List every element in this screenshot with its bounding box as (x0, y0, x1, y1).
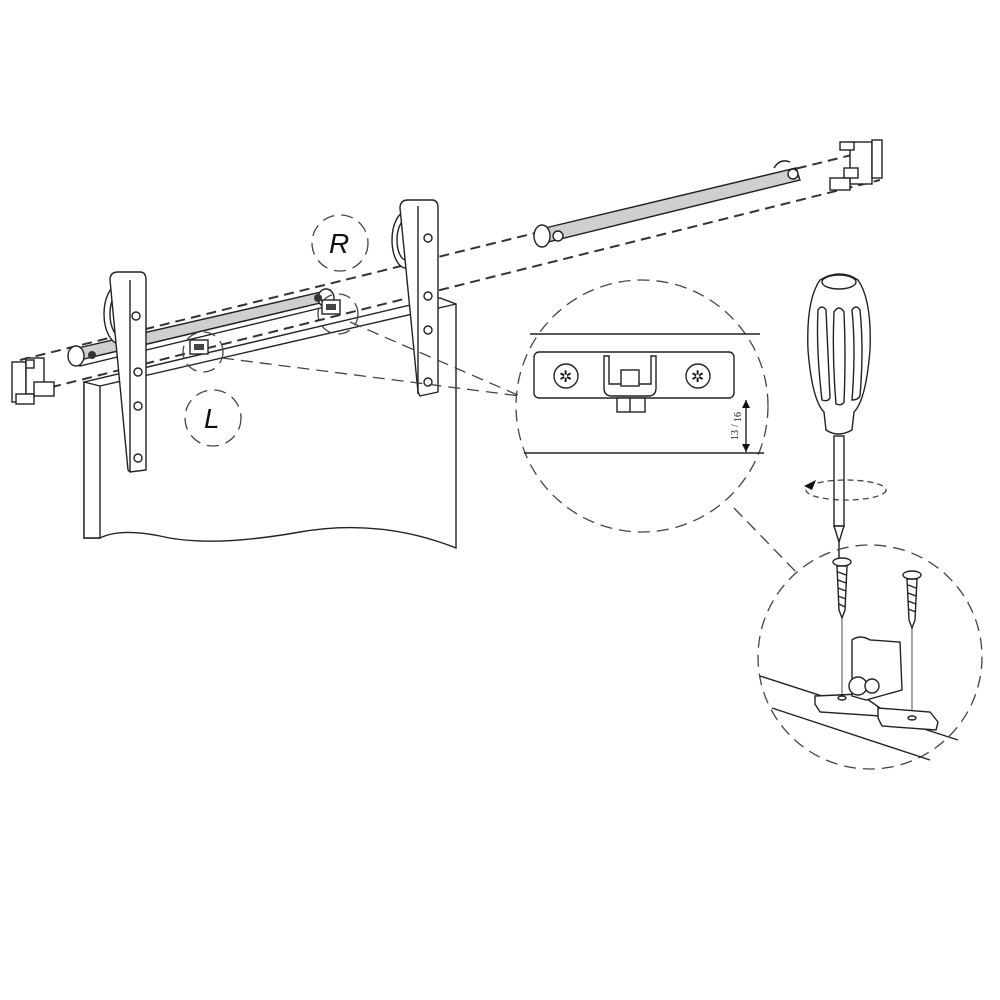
left-marker-label: L (204, 403, 220, 434)
track-rail-right (533, 160, 801, 248)
rotation-arrow-icon (804, 480, 816, 490)
right-marker-label: R (329, 228, 349, 259)
door-panel (83, 297, 457, 550)
right-hanger (391, 199, 439, 397)
svg-text:✲: ✲ (559, 367, 572, 386)
screw-head-icon (553, 363, 579, 389)
screw-icon (832, 557, 852, 696)
gap-dimension-numerator: 13 (730, 430, 741, 440)
floor-guide-install-detail (757, 544, 983, 770)
left-wall-bracket (11, 357, 55, 405)
floor-guide-detail: ✲ ✲ 13 / 16 (515, 279, 769, 533)
stopper-right (321, 299, 341, 315)
left-hanger (103, 271, 147, 473)
screw-icon (902, 570, 922, 716)
detail-connector-line (733, 507, 801, 577)
callout-stopper-l: L (182, 331, 242, 447)
callout-stopper-r: R (311, 214, 369, 335)
stopper-left (189, 339, 209, 355)
svg-text:✲: ✲ (691, 367, 704, 386)
screw-head-icon (685, 363, 711, 389)
right-wall-bracket (829, 139, 883, 191)
detail-leader-lines (221, 321, 521, 397)
svg-text:/: / (730, 424, 741, 427)
gap-dimension-denominator: 16 (733, 412, 744, 422)
screwdriver-icon (804, 273, 887, 560)
